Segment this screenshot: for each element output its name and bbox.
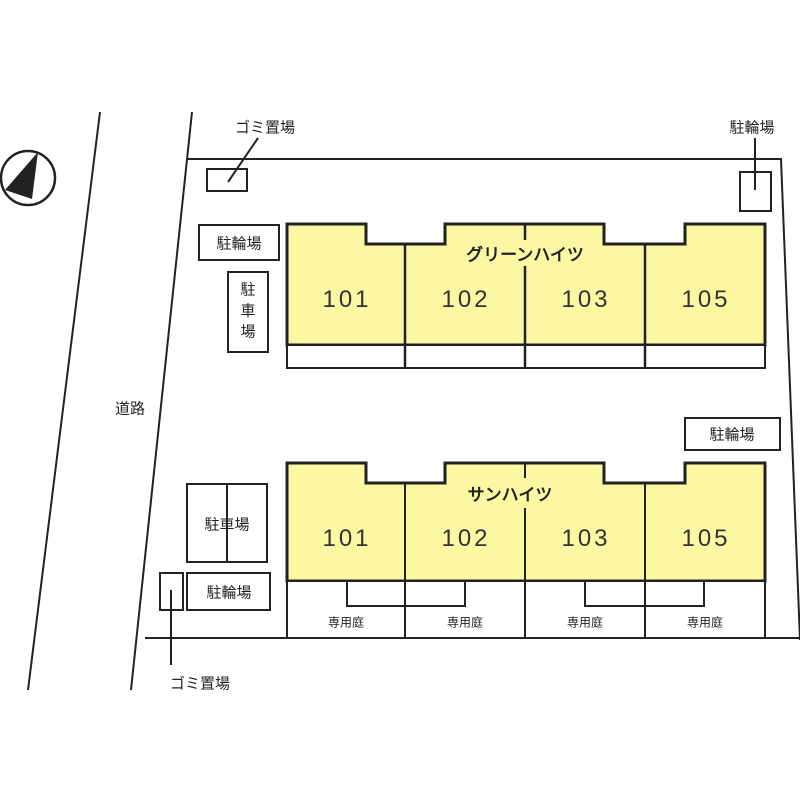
unit-number: 102 xyxy=(441,525,491,552)
unit-number: 105 xyxy=(681,525,731,552)
unit-number: 102 xyxy=(441,286,491,313)
patio-label: 専用庭 xyxy=(446,615,484,630)
building-green-heights xyxy=(285,222,767,369)
patio-divider xyxy=(346,581,466,607)
lot-left-edge xyxy=(130,111,193,691)
unit-number: 103 xyxy=(561,525,611,552)
patio-label: 専用庭 xyxy=(686,615,724,630)
unit-number: 105 xyxy=(681,286,731,313)
bicycle-parking-label: 駐輪場 xyxy=(729,118,775,137)
compass-icon xyxy=(0,149,57,207)
parking-label: 駐車場 xyxy=(238,281,257,345)
unit-number: 101 xyxy=(322,286,372,313)
parking-label: 駐車場 xyxy=(204,515,250,534)
unit-number: 101 xyxy=(322,525,372,552)
bicycle-parking-label: 駐輪場 xyxy=(709,425,755,444)
building-name: グリーンハイツ xyxy=(466,245,584,266)
garbage-area-label: ゴミ置場 xyxy=(234,118,296,137)
building-sun-heights xyxy=(285,461,767,639)
bicycle-parking-label: 駐輪場 xyxy=(206,583,252,602)
unit-number: 103 xyxy=(561,286,611,313)
road-left-edge xyxy=(27,111,101,691)
patio-divider xyxy=(584,581,705,607)
road-label: 道路 xyxy=(114,399,146,418)
bicycle-parking-label: 駐輪場 xyxy=(216,234,262,253)
garbage-area-top xyxy=(206,168,248,192)
patio-label: 専用庭 xyxy=(566,615,604,630)
building-name: サンハイツ xyxy=(467,485,553,506)
patio-label: 専用庭 xyxy=(327,615,365,630)
garbage-area-label: ゴミ置場 xyxy=(169,674,231,693)
lot-boundary xyxy=(188,158,800,641)
